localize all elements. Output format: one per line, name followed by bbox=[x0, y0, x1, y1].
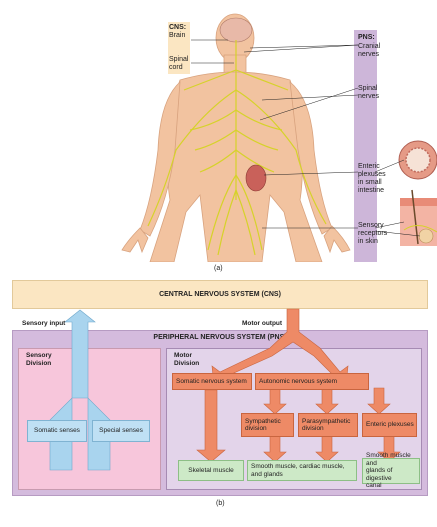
parasympathetic-box: Parasympathetic division bbox=[298, 413, 358, 437]
caption-b: (b) bbox=[216, 500, 225, 508]
somatic-ns-box: Somatic nervous system bbox=[172, 373, 252, 390]
somatic-senses-box: Somatic senses bbox=[27, 420, 87, 442]
smooth-cardiac-box: Smooth muscle, cardiac muscle, and gland… bbox=[247, 460, 357, 481]
special-senses-box: Special senses bbox=[92, 420, 150, 442]
sensory-input-label: Sensory input bbox=[22, 320, 65, 328]
smooth-digestive-box: Smooth muscle and glands of digestive ca… bbox=[362, 458, 420, 484]
autonomic-ns-box: Autonomic nervous system bbox=[255, 373, 369, 390]
motor-output-label: Motor output bbox=[242, 320, 282, 328]
skeletal-muscle-box: Skeletal muscle bbox=[178, 460, 244, 481]
sympathetic-box: Sympathetic division bbox=[241, 413, 294, 437]
enteric-plexuses-box: Enteric plexuses bbox=[362, 413, 417, 437]
